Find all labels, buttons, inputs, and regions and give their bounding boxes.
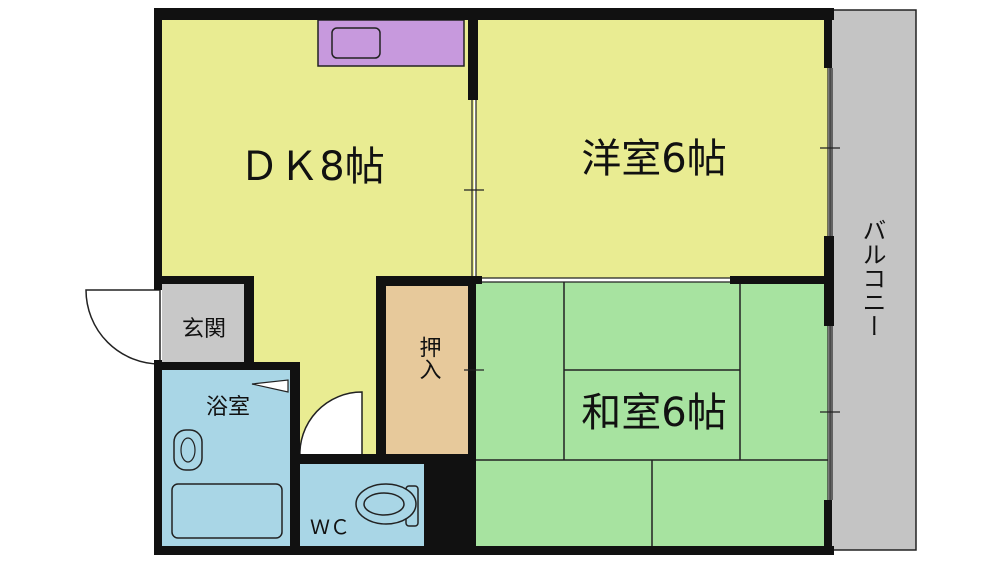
closet-floor [384,284,470,456]
bath-label: 浴室 [206,395,250,420]
pipe-space [424,458,476,548]
dk-label: ＤＫ8帖 [239,144,384,190]
closet-label: 押入 [416,336,442,380]
bath-mirror-icon [251,379,289,393]
balcony-area [829,9,917,551]
walls [154,8,834,555]
washbasin-icon [173,429,203,471]
bathtub-icon [171,483,283,539]
entrance-floor [162,282,248,364]
western-room-label: 洋室6帖 [581,136,726,182]
western-room-floor [476,12,828,278]
entrance-label: 玄関 [182,317,226,342]
wc-door-icon [299,391,363,459]
entrance-door-icon [85,289,161,365]
wc-label: ＷＣ [310,515,350,539]
balcony-label: バルコニー [858,218,886,338]
toilet-icon [355,483,419,527]
washbasin-bowl-icon [180,437,196,463]
sink-icon [331,27,381,59]
sliding-doors [464,68,840,500]
kitchen-counter [317,19,465,67]
japanese-room-label: 和室6帖 [581,390,726,436]
tatami-lines [476,282,828,546]
